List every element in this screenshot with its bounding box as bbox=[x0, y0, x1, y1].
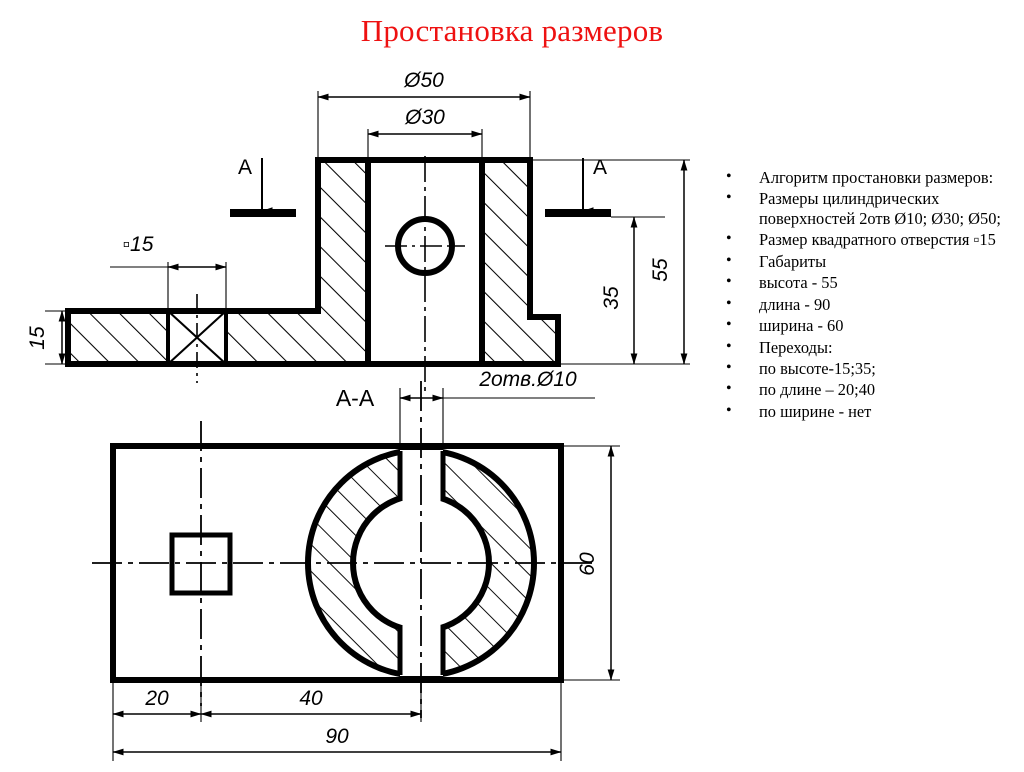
dimension-label-90: 90 bbox=[325, 725, 349, 748]
list-item-text: ширина - 60 bbox=[759, 316, 844, 336]
ext-lines-square15 bbox=[110, 262, 227, 308]
list-item-text: Габариты bbox=[759, 251, 827, 271]
dimension-label-dia30: Ø30 bbox=[404, 106, 445, 129]
list-item: • по высоте-15;35; bbox=[712, 359, 1018, 378]
dimension-label-60: 60 bbox=[576, 552, 599, 576]
bullet-marker: • bbox=[726, 168, 732, 185]
dimension-label-55: 55 bbox=[649, 258, 672, 282]
front-mid-flange-hatch bbox=[268, 311, 318, 364]
ext-lines-heights bbox=[530, 159, 690, 365]
bullet-marker: • bbox=[726, 316, 732, 334]
list-item: • по длине – 20;40 bbox=[712, 380, 1018, 399]
list-item-text: высота - 55 bbox=[759, 273, 838, 293]
ext-lines-15 bbox=[45, 310, 120, 365]
list-item: • Габариты bbox=[712, 252, 1018, 271]
page-title: Простановка размеров bbox=[360, 13, 664, 48]
dimension-label-40: 40 bbox=[299, 687, 323, 710]
section-hole-walls bbox=[397, 451, 446, 675]
list-item: • Размер квадратного отверстия ▫15 bbox=[712, 230, 1018, 249]
dimension-label-35: 35 bbox=[600, 286, 623, 310]
bullet-marker: • bbox=[726, 358, 732, 376]
list-item-text: длина - 90 bbox=[759, 294, 831, 314]
list-item: • длина - 90 bbox=[712, 295, 1018, 314]
section-bar-left bbox=[230, 209, 296, 217]
list-item-text: по длине – 20;40 bbox=[759, 380, 876, 400]
list-item-text: Размер квадратного отверстия ▫15 bbox=[759, 230, 996, 250]
section-view-title: А-А bbox=[336, 385, 375, 411]
list-item: • Размеры цилиндрических поверхностей 2от… bbox=[712, 189, 1018, 228]
list-item-text: по высоте-15;35; bbox=[759, 358, 876, 378]
dimension-label-dia50: Ø50 bbox=[403, 69, 444, 92]
bullet-marker: • bbox=[726, 230, 732, 248]
bullet-marker: • bbox=[726, 251, 732, 269]
list-item-text: Алгоритм простановки размеров: bbox=[759, 168, 994, 187]
dimension-label-square15: ▫15 bbox=[123, 233, 154, 256]
ext-lines-bottom bbox=[112, 680, 562, 761]
dimension-label-20: 20 bbox=[144, 687, 169, 710]
list-item: • Алгоритм простановки размеров: bbox=[712, 168, 1018, 187]
bullet-list-panel: • Алгоритм простановки размеров: • Размеры… bbox=[712, 168, 1018, 423]
engineering-drawing-svg: Ø50 Ø30 bbox=[26, 69, 690, 761]
list-item-text: Размеры цилиндрических поверхностей 2отв… bbox=[759, 189, 1001, 228]
bullet-list: • Алгоритм простановки размеров: • Размеры… bbox=[712, 168, 1018, 421]
front-view-outline bbox=[65, 157, 561, 367]
technical-drawing: Ø50 Ø30 bbox=[0, 46, 710, 767]
ext-lines-dia10 bbox=[399, 388, 595, 446]
list-item: • по ширине - нет bbox=[712, 402, 1018, 421]
dimension-label-dia10: 2отв.Ø10 bbox=[478, 368, 577, 391]
bullet-marker: • bbox=[726, 380, 732, 398]
dimension-label-15: 15 bbox=[26, 326, 49, 350]
list-item-text: по ширине - нет bbox=[759, 401, 872, 421]
bullet-marker: • bbox=[726, 337, 732, 355]
bullet-marker: • bbox=[726, 401, 732, 419]
list-item: • Переходы: bbox=[712, 338, 1018, 357]
bullet-marker: • bbox=[726, 273, 732, 291]
bullet-marker: • bbox=[726, 189, 732, 207]
bullet-marker: • bbox=[726, 294, 732, 312]
list-item: • ширина - 60 bbox=[712, 316, 1018, 335]
section-label-left: A bbox=[238, 156, 252, 179]
list-item: • высота - 55 bbox=[712, 273, 1018, 292]
section-bar-right bbox=[545, 209, 611, 217]
list-item-text: Переходы: bbox=[759, 337, 833, 357]
section-label-right: A bbox=[593, 156, 607, 179]
